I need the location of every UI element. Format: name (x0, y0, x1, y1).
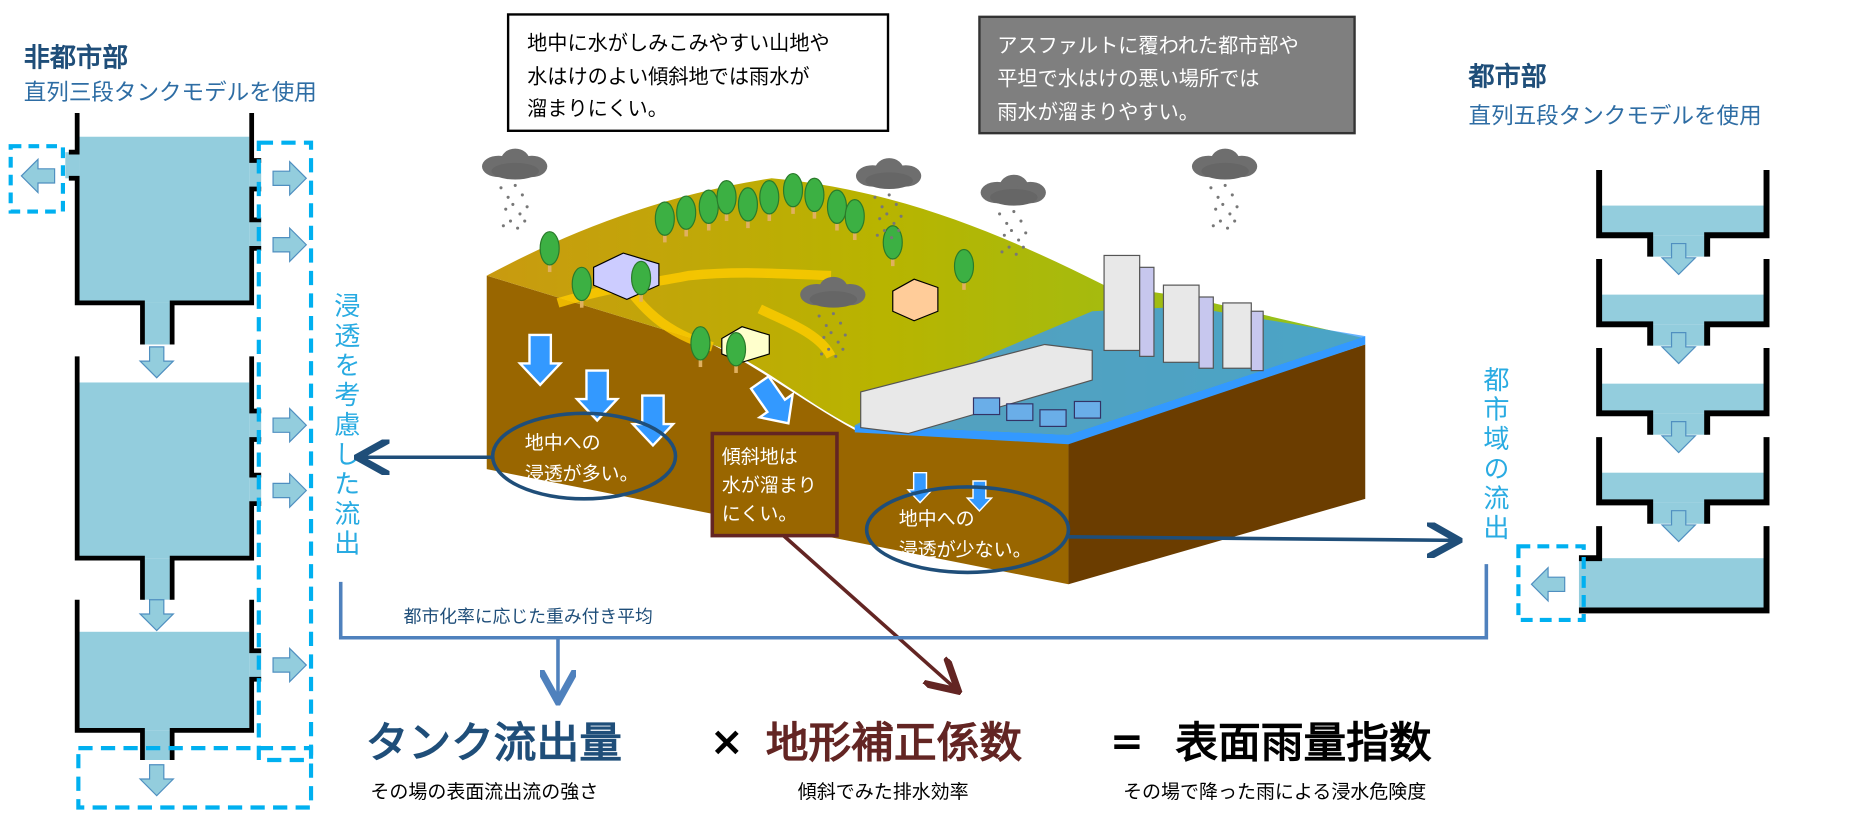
outflow-arrow-icon (20, 158, 56, 194)
outflow-arrow-icon (1530, 567, 1566, 602)
formula: タンク流出量 × 地形補正係数 = 表面雨量指数 その場の表面流出流の強さ 傾斜… (366, 718, 1432, 803)
urban-title: 都市部 (1468, 62, 1547, 93)
outflow-arrow-icon (272, 473, 307, 508)
outflow-arrow-icon (272, 227, 307, 262)
bottom-dashed-box (76, 746, 314, 810)
urban-tank-model (1516, 169, 1770, 622)
down-arrow-icon (139, 764, 174, 797)
left-outflow-dashed-box (8, 144, 65, 214)
outflow-arrow-icon (272, 647, 307, 683)
weighted-average-bracket (338, 564, 1489, 640)
down-arrow-icon (139, 346, 174, 379)
tank-outflow-desc: その場の表面流出流の強さ (370, 781, 598, 803)
times-sign: × (710, 718, 744, 765)
rural-callout-box: 地中に水がしみこみやすい山地や 水はけのよい傾斜地では雨水が 溜まりにくい。 (506, 13, 890, 132)
down-arrow-icon (139, 599, 174, 632)
terrain-factor-desc: 傾斜でみた排水効率 (798, 781, 969, 803)
urban-outflow-dashed-box (1516, 544, 1586, 622)
surface-rainfall-index-desc: その場で降った雨による浸水危険度 (1123, 781, 1426, 803)
slope-callout-line: 水が溜まり (722, 475, 817, 497)
terrain-factor-term: 地形補正係数 (766, 719, 1023, 769)
rural-tank-3 (74, 599, 262, 760)
outflow-arrow-icon (272, 161, 307, 196)
urban-flow-label: 都市域の流出 (1478, 366, 1509, 544)
urban-subtitle: 直列五段タンクモデルを使用 (1469, 104, 1762, 130)
urban-callout-line: 平坦で水はけの悪い場所では (997, 67, 1259, 91)
urban-callout-box: アスファルトに覆われた都市部や 平坦で水はけの悪い場所では 雨水が溜まりやすい。 (978, 15, 1356, 135)
high-infiltration-line: 浸透が多い。 (525, 463, 639, 485)
rain-cloud-icon (481, 148, 548, 230)
low-infiltration-line: 浸透が少ない。 (899, 539, 1032, 561)
urban-tank-1 (1596, 169, 1770, 257)
rural-tank-1 (65, 112, 262, 345)
urban-tank-5 (1578, 526, 1770, 614)
slope-callout-line: 傾斜地は (722, 446, 798, 468)
landscape-illustration (481, 148, 1366, 585)
low-infiltration-line: 地中への (899, 508, 975, 530)
high-rise-buildings (860, 254, 1264, 435)
urban-tank-2 (1596, 259, 1770, 346)
rural-callout-line: 溜まりにくい。 (527, 96, 668, 120)
soil-front-face (486, 275, 1069, 585)
urban-callout-line: アスファルトに覆われた都市部や (997, 33, 1299, 57)
rural-tank-2 (74, 356, 262, 600)
urban-callout-line: 雨水が溜まりやすい。 (997, 100, 1199, 124)
low-infiltration-ellipse (864, 485, 1071, 575)
rural-subtitle: 直列三段タンクモデルを使用 (24, 80, 317, 106)
slope-callout-line: にくい。 (722, 503, 798, 525)
slope-callout-box (710, 431, 839, 538)
equals-sign: = (1110, 718, 1144, 765)
surface-rainfall-index-term: 表面雨量指数 (1175, 719, 1432, 769)
urban-link-arrow (1068, 537, 1455, 541)
soil-right-face (1068, 344, 1366, 585)
outflow-arrow-icon (272, 408, 307, 443)
rural-callout-line: 水はけのよい傾斜地では雨水が (527, 64, 809, 88)
rural-callout-line: 地中に水がしみこみやすい山地や (527, 31, 830, 55)
rural-tank-model (8, 112, 314, 810)
rural-title: 非都市部 (24, 43, 128, 74)
rural-flow-label: 浸透を考慮した流出 (329, 292, 360, 559)
infiltration-dashed-box (256, 140, 314, 763)
tank-outflow-term: タンク流出量 (366, 719, 622, 769)
slope-link-arrow (782, 534, 956, 689)
high-infiltration-line: 地中への (525, 432, 601, 454)
weighted-average-label: 都市化率に応じた重み付き平均 (404, 606, 653, 627)
rain-cloud-icon (1191, 148, 1258, 230)
